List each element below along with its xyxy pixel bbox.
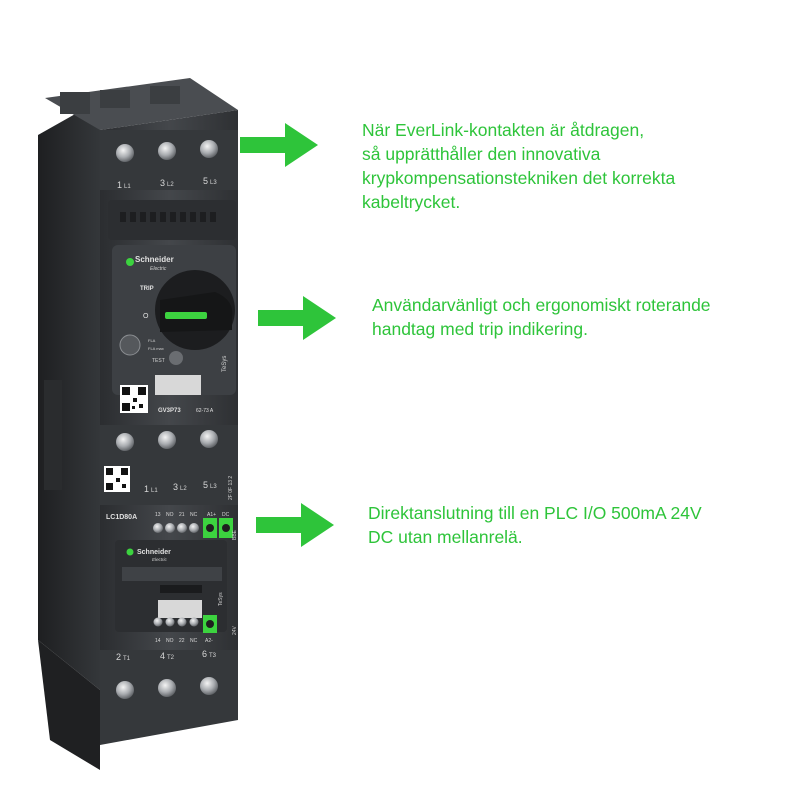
label-slot xyxy=(158,600,202,618)
terminal-screw[interactable] xyxy=(158,679,176,697)
contactor-terminal: NC xyxy=(190,512,198,518)
terminal-label: 1 xyxy=(144,484,149,494)
mid-side-label: 2F 0F 13 2 xyxy=(228,476,234,500)
terminal-label: 6 xyxy=(202,649,207,659)
terminal-label: L2 xyxy=(180,486,187,492)
trip-label: TRIP xyxy=(140,286,154,292)
callout-line: handtag med trip indikering. xyxy=(372,319,588,339)
trip-indicator xyxy=(165,312,207,319)
arrow-right-icon xyxy=(256,503,334,547)
terminal-label: 2 xyxy=(116,652,121,662)
contactor: LC1D80A 13 NO 21 NC A1+ DC Schneider Ele… xyxy=(100,505,238,650)
test-label: TEST xyxy=(152,358,165,364)
terminal-screw[interactable] xyxy=(200,677,218,695)
breaker-model: GV3P73 xyxy=(158,408,181,414)
terminal-label: L2 xyxy=(167,182,174,188)
callout-plc-connection: Direktanslutning till en PLC I/O 500mA 2… xyxy=(368,501,702,549)
breaker-brand: Schneider xyxy=(135,255,174,264)
label-slot xyxy=(155,375,201,395)
terminal-label: L1 xyxy=(151,488,158,494)
contactor-line-name: TeSys xyxy=(218,592,224,606)
contactor-side-label: BBE xyxy=(232,529,238,540)
contactor-brand: Schneider xyxy=(137,549,171,556)
callout-line: Användarvänligt och ergonomiskt roterand… xyxy=(372,295,711,315)
arrow-right-icon xyxy=(258,296,336,340)
contactor-terminal: DC xyxy=(222,512,230,518)
contactor-terminal: NO xyxy=(166,512,174,518)
fla-dial[interactable] xyxy=(119,334,141,356)
breaker-range: 62-73 A xyxy=(196,408,214,414)
terminal-screw[interactable] xyxy=(200,140,218,158)
terminal-label: 4 xyxy=(160,651,165,661)
aux-terminal-screws-bottom xyxy=(153,617,199,627)
terminal-screw[interactable] xyxy=(116,681,134,699)
terminal-screw[interactable] xyxy=(116,433,134,451)
contactor-terminal: NO xyxy=(166,638,174,644)
breaker-line-name: TeSys xyxy=(222,356,228,372)
brand-logo-icon xyxy=(126,548,134,556)
terminal-label: 5 xyxy=(203,176,208,186)
callout-rotary-handle: Användarvänligt och ergonomiskt roterand… xyxy=(372,293,711,341)
aux-terminal-screws xyxy=(153,523,199,533)
terminal-label: L1 xyxy=(124,184,131,190)
terminal-label: T3 xyxy=(209,653,217,659)
contactor-terminal: 13 xyxy=(155,512,161,518)
contactor-terminal: A1+ xyxy=(207,512,216,518)
circuit-breaker: Schneider Electric TRIP O FLA FLA max TE… xyxy=(100,195,238,425)
terminal-label: 5 xyxy=(203,480,208,490)
fla-unit: FLA max xyxy=(148,346,164,351)
contactor-terminal: 14 xyxy=(155,638,161,644)
callout-line: så upprätthåller den innovativa xyxy=(362,144,601,164)
contactor-brand-sub: Electric xyxy=(152,557,168,562)
terminal-label: T1 xyxy=(123,656,131,662)
terminal-label: T2 xyxy=(167,655,175,661)
terminal-label: 3 xyxy=(160,178,165,188)
middle-terminal-block: 1 L1 3 L2 5 L3 2F 0F 13 2 xyxy=(100,425,238,505)
callout-everlink: När EverLink-kontakten är åtdragen, så u… xyxy=(362,118,675,214)
off-label: O xyxy=(143,313,149,320)
brand-logo-icon xyxy=(126,258,134,266)
terminal-screw[interactable] xyxy=(158,431,176,449)
contactor-model: LC1D80A xyxy=(106,514,137,521)
breaker-brand-sub: Electric xyxy=(150,266,167,272)
top-terminal-block: 1 L1 3 L2 5 L3 xyxy=(100,130,238,190)
callout-line: DC utan mellanrelä. xyxy=(368,527,523,547)
qr-code xyxy=(120,385,148,413)
device-side-panel xyxy=(38,100,100,770)
callout-line: När EverLink-kontakten är åtdragen, xyxy=(362,120,645,140)
fla-label: FLA xyxy=(148,338,156,343)
qr-code xyxy=(104,466,130,492)
terminal-label: L3 xyxy=(210,180,217,186)
contactor-terminal: 22 xyxy=(179,638,185,644)
contactor-terminal: 21 xyxy=(179,512,185,518)
callout-line: kabeltrycket. xyxy=(362,192,461,212)
terminal-label: 3 xyxy=(173,482,178,492)
contactor-terminal: NC xyxy=(190,638,198,644)
callout-line: krypkompensationstekniken det korrekta xyxy=(362,168,676,188)
test-button[interactable] xyxy=(169,351,183,365)
arrow-right-icon xyxy=(240,123,318,167)
contactor-voltage: 24V xyxy=(232,625,238,635)
contactor-terminal: A2- xyxy=(205,638,213,644)
terminal-screw[interactable] xyxy=(200,430,218,448)
terminal-screw[interactable] xyxy=(158,142,176,160)
terminal-label: L3 xyxy=(210,484,217,490)
bottom-terminal-block: 2 T1 4 T2 6 T3 xyxy=(100,649,238,745)
terminal-screw[interactable] xyxy=(116,144,134,162)
callout-line: Direktanslutning till en PLC I/O 500mA 2… xyxy=(368,503,702,523)
terminal-label: 1 xyxy=(117,180,122,190)
